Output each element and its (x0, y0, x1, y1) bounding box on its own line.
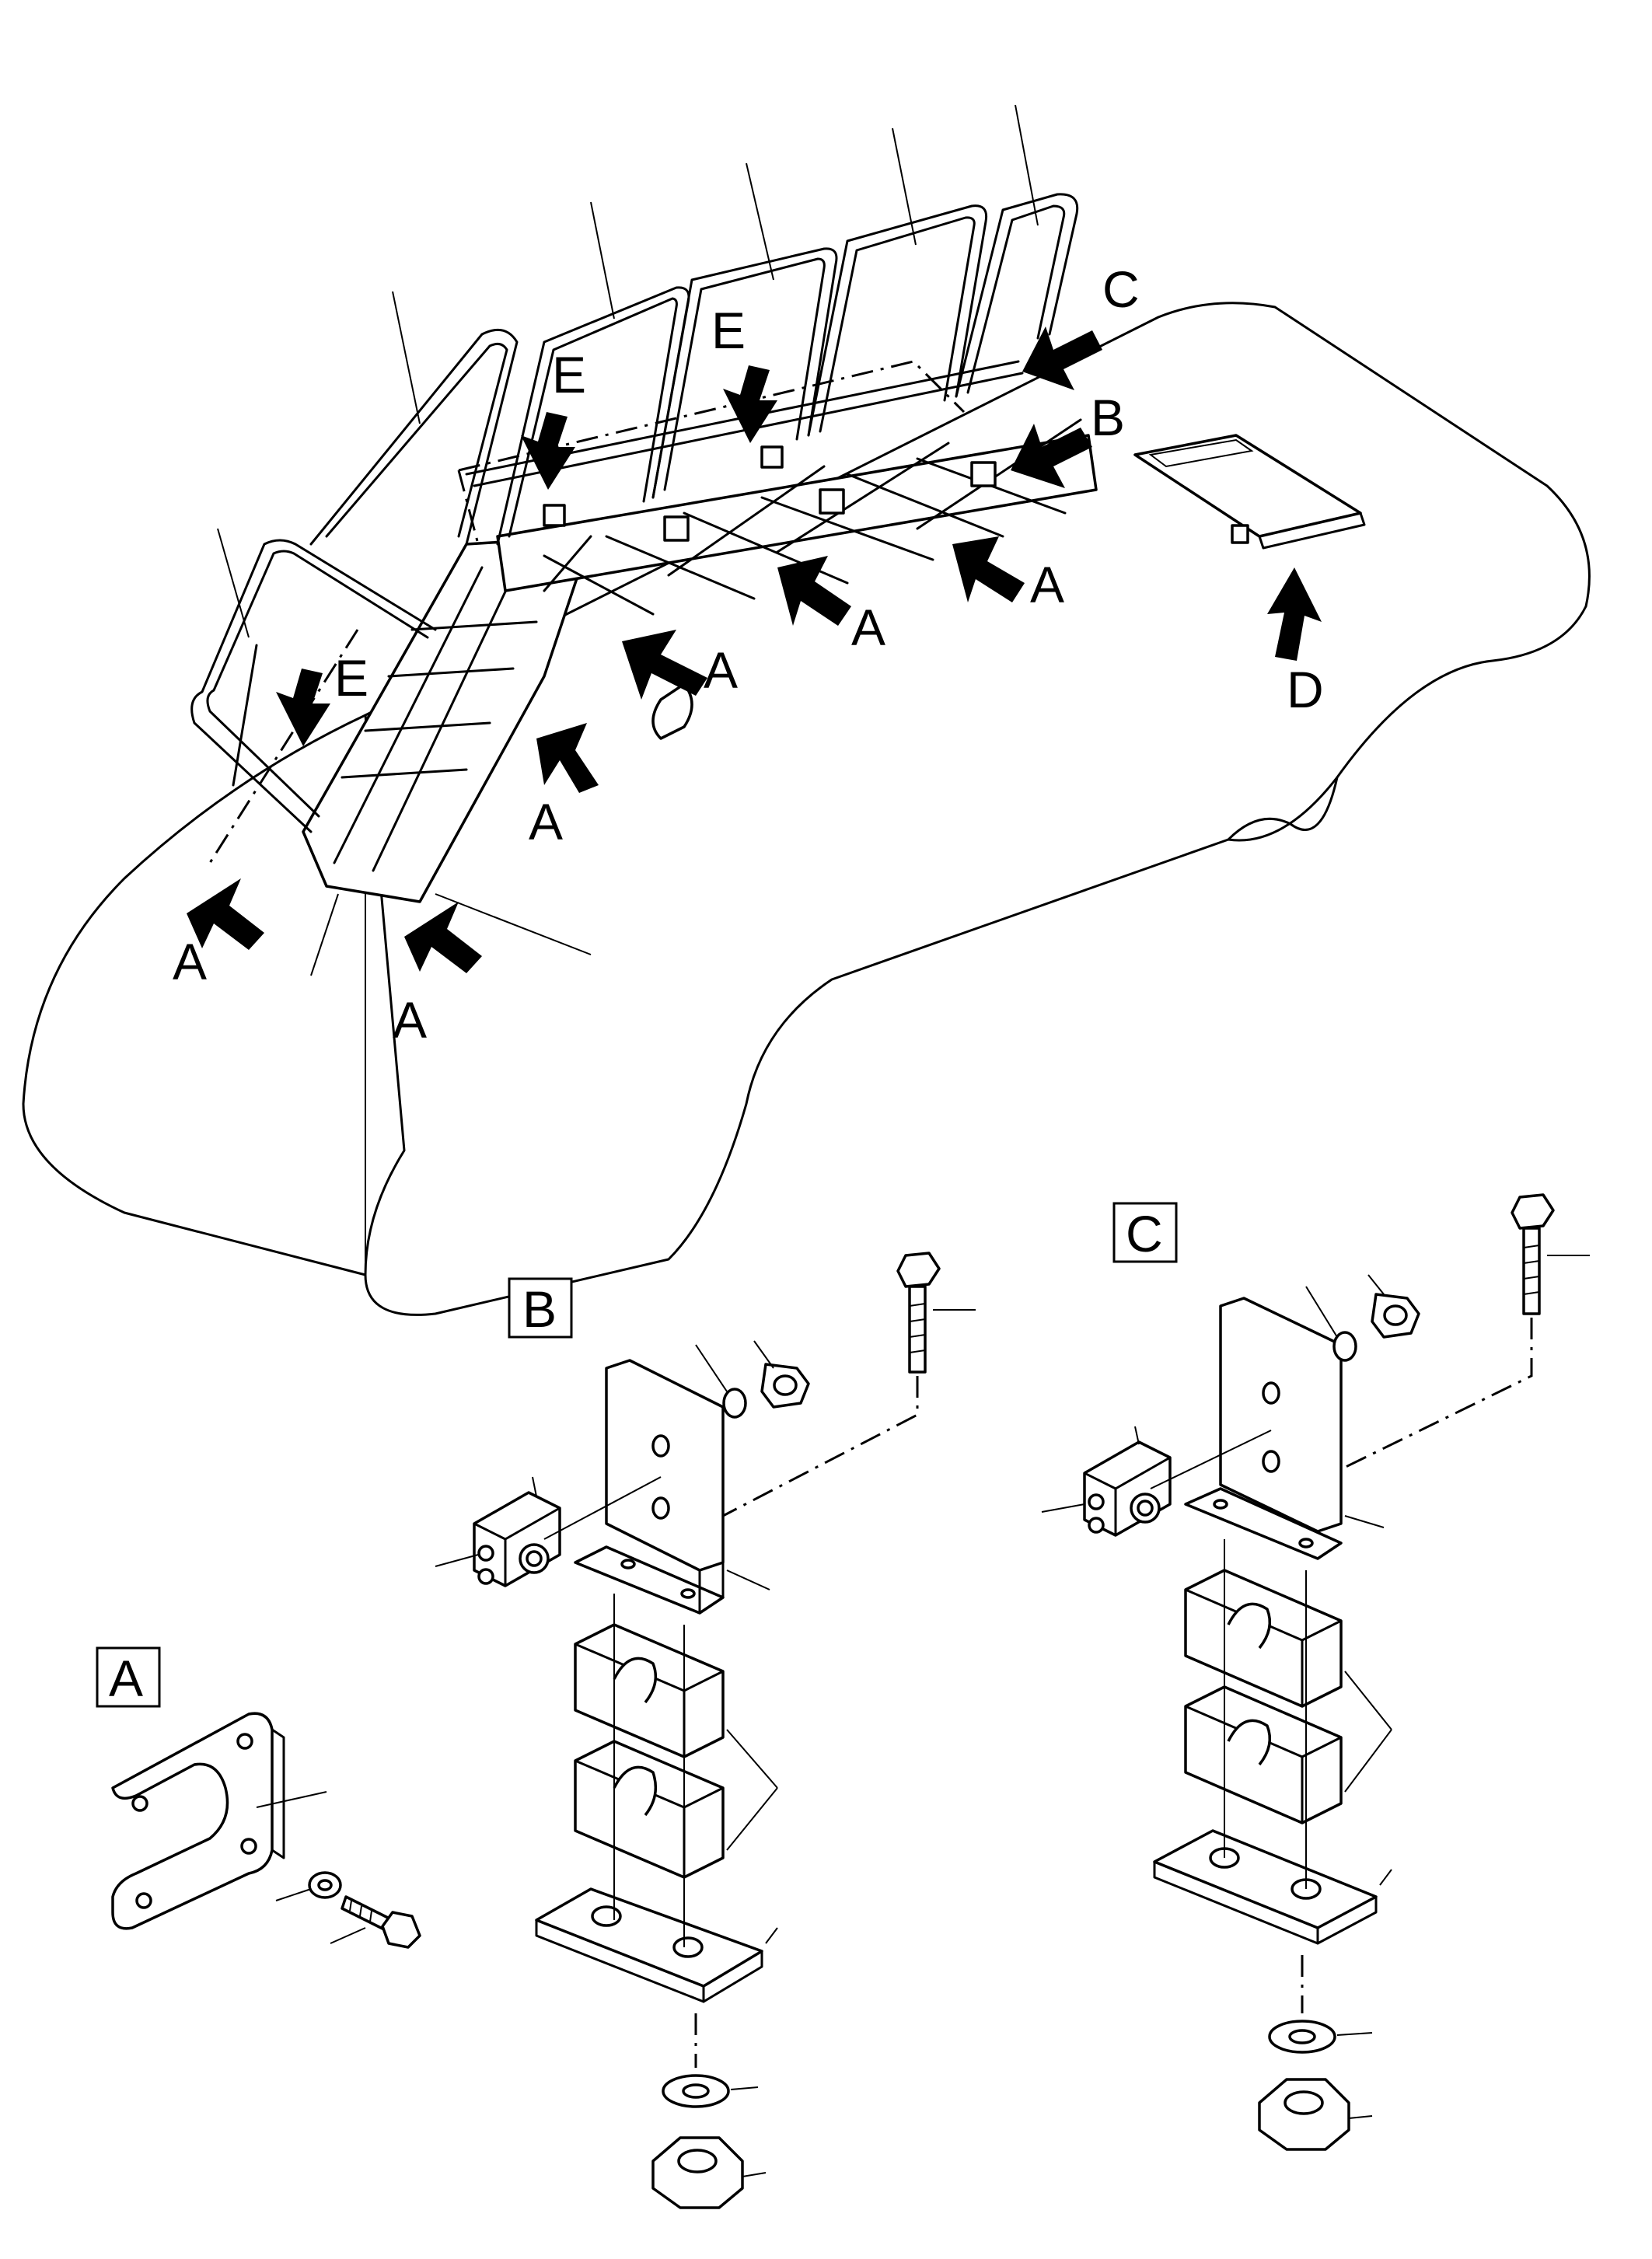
arrow-a-1 (187, 878, 264, 950)
callout-labels: A A A A A A B C D E E E (173, 260, 1324, 1049)
arrow-b (1011, 424, 1092, 488)
detail-c: C (1041, 1193, 1590, 2151)
callout-a-6: A (1030, 556, 1064, 613)
arrow-a-4 (622, 630, 707, 700)
roof-platform (302, 418, 1098, 903)
detail-a: A (96, 1646, 421, 1949)
detail-b: B (435, 1252, 976, 2209)
arrow-e-2 (521, 412, 575, 490)
arrow-a-3 (536, 723, 599, 793)
callout-e-2: E (552, 346, 586, 403)
callout-b: B (1091, 389, 1125, 446)
section-outline-dashdot (208, 360, 966, 864)
step-plate-part-d (1133, 434, 1366, 550)
callout-e-3: E (711, 302, 746, 359)
arrow-d (1267, 567, 1322, 661)
callout-a-4: A (704, 641, 738, 699)
arrow-c (1022, 326, 1102, 390)
callout-d: D (1287, 661, 1324, 718)
leader-lines-overview (217, 104, 1039, 976)
detail-b-label: B (522, 1280, 557, 1338)
arrow-e-1 (276, 669, 330, 746)
callout-arrows (187, 326, 1322, 973)
callout-e-1: E (334, 649, 368, 707)
callout-a-3: A (529, 793, 563, 850)
arrow-e-3 (723, 365, 777, 443)
callout-c: C (1102, 260, 1140, 318)
callout-a-1: A (173, 933, 207, 990)
detail-a-label: A (109, 1650, 143, 1707)
detail-c-box (1112, 1202, 1178, 1263)
machine-body-outline (22, 302, 1591, 1316)
callout-a-5: A (851, 599, 885, 656)
callout-a-2: A (393, 991, 427, 1049)
detail-a-box (96, 1646, 161, 1708)
arrow-a-6 (952, 536, 1025, 602)
detail-b-box (508, 1277, 573, 1339)
detail-c-label: C (1126, 1205, 1163, 1262)
arrow-a-5 (777, 556, 851, 626)
arrow-a-2 (404, 902, 482, 973)
